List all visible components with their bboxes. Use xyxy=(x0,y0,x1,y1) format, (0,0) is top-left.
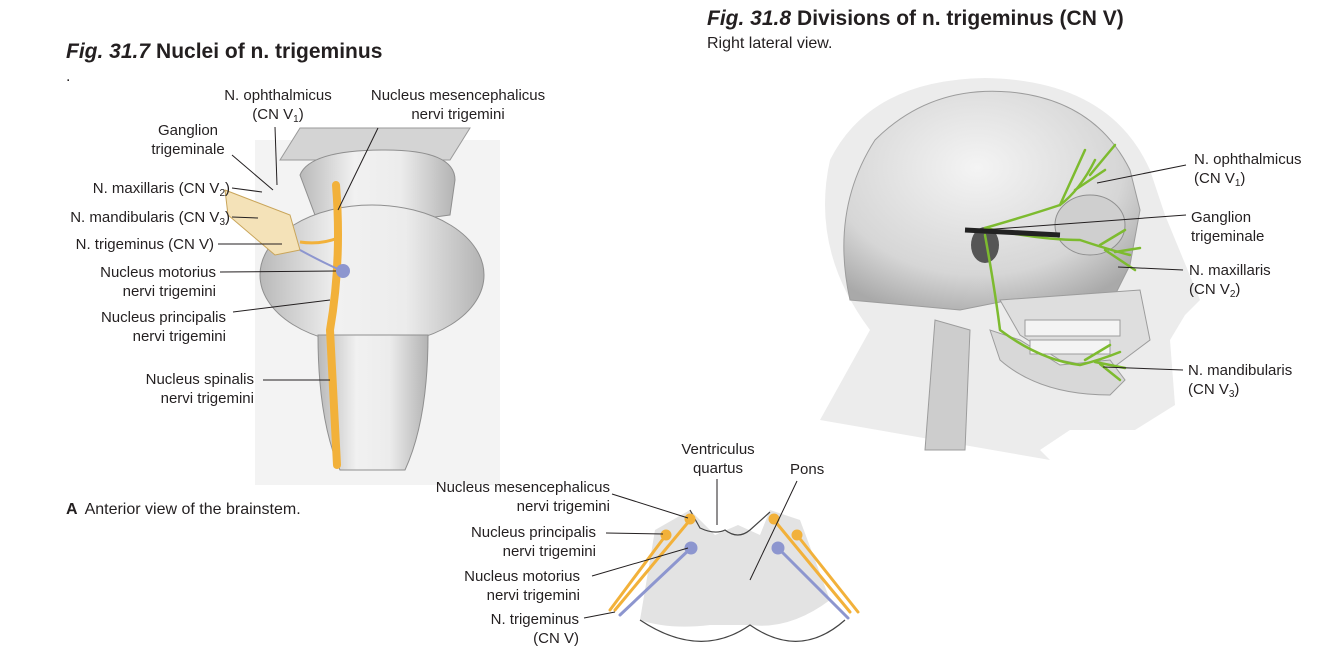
label-principalis-left-line1: Nucleus principalis xyxy=(40,308,226,327)
label-trigeminus-bottom-line2: (CN V) xyxy=(440,629,579,648)
label-ophthalmicus-left: N. ophthalmicus (CN V1) xyxy=(217,86,339,124)
label-ophthalmicus-right-line2: (CN V xyxy=(1194,170,1235,187)
label-motorius-left-line1: Nucleus motorius xyxy=(40,263,216,282)
upper-teeth xyxy=(1025,320,1120,336)
label-maxillaris-left-close: ) xyxy=(225,180,230,197)
label-mesencephalicus-bottom-line1: Nucleus mesencephalicus xyxy=(400,478,610,497)
label-maxillaris-right-line2: (CN V xyxy=(1189,281,1230,298)
brainstem-illustration xyxy=(225,128,500,485)
label-principalis-left-line2: nervi trigemini xyxy=(40,327,226,346)
right-motor-nucleus xyxy=(772,542,785,555)
label-motorius-bottom-line2: nervi trigemini xyxy=(420,586,580,605)
fig-31-8-number: Fig. 31.8 xyxy=(707,7,791,30)
label-mandibularis-right-close: ) xyxy=(1234,381,1239,398)
label-maxillaris-left: N. maxillaris (CN V2) xyxy=(20,179,230,198)
label-maxillaris-left-text: N. maxillaris (CN V xyxy=(93,180,220,197)
label-mandibularis-right-line1: N. mandibularis xyxy=(1188,361,1292,380)
fig-31-8-title-text: Divisions of n. trigeminus (CN V) xyxy=(797,7,1124,30)
label-trigeminus-bottom: N. trigeminus (CN V) xyxy=(440,610,579,648)
fig-31-7-title-text: Nuclei of n. trigeminus xyxy=(156,40,382,63)
label-motorius-left: Nucleus motorius nervi trigemini xyxy=(40,263,216,301)
label-ophthalmicus-left-line2: (CN V xyxy=(252,106,293,123)
label-maxillaris-right-line1: N. maxillaris xyxy=(1189,261,1271,280)
label-ganglion-right: Ganglion trigeminale xyxy=(1191,208,1264,246)
label-ophthalmicus-right-close: ) xyxy=(1240,170,1245,187)
fig-31-7-dot: . xyxy=(66,68,70,86)
label-mesencephalicus-left-line2: nervi trigemini xyxy=(365,105,551,124)
label-motorius-bottom: Nucleus motorius nervi trigemini xyxy=(420,567,580,605)
label-maxillaris-right-close: ) xyxy=(1235,281,1240,298)
caption-letter: A xyxy=(66,501,78,518)
fig-31-7-title: Fig. 31.7 Nuclei of n. trigeminus xyxy=(66,40,382,64)
label-mandibularis-right: N. mandibularis (CN V3) xyxy=(1188,361,1292,399)
label-principalis-bottom-line2: nervi trigemini xyxy=(420,542,596,561)
label-ganglion-right-line2: trigeminale xyxy=(1191,227,1264,246)
label-ganglion-right-line1: Ganglion xyxy=(1191,208,1264,227)
label-mesencephalicus-bottom: Nucleus mesencephalicus nervi trigemini xyxy=(400,478,610,516)
label-trigeminus-bottom-line1: N. trigeminus xyxy=(440,610,579,629)
label-mandibularis-left: N. mandibularis (CN V3) xyxy=(8,208,230,227)
motor-nucleus-dot xyxy=(336,264,350,278)
label-motorius-bottom-line1: Nucleus motorius xyxy=(420,567,580,586)
label-spinalis-left: Nucleus spinalis nervi trigemini xyxy=(60,370,254,408)
label-mandibularis-right-line2: (CN V xyxy=(1188,381,1229,398)
orbit xyxy=(1055,195,1125,255)
label-principalis-left: Nucleus principalis nervi trigemini xyxy=(40,308,226,346)
left-mesencephalic-nucleus xyxy=(685,514,696,525)
label-pons: Pons xyxy=(790,460,824,479)
caption-text: Anterior view of the brainstem. xyxy=(85,501,301,518)
pons-cross-section xyxy=(610,510,858,641)
label-trigeminus-left: N. trigeminus (CN V) xyxy=(20,235,214,254)
label-spinalis-left-line1: Nucleus spinalis xyxy=(60,370,254,389)
skull-illustration xyxy=(820,78,1200,460)
right-principal-nucleus xyxy=(792,530,803,541)
fig-31-8-subtitle: Right lateral view. xyxy=(707,35,832,53)
left-principal-nucleus xyxy=(661,530,672,541)
label-spinalis-left-line2: nervi trigemini xyxy=(60,389,254,408)
fig-31-7-caption: A Anterior view of the brainstem. xyxy=(66,501,301,519)
label-principalis-bottom-line1: Nucleus principalis xyxy=(420,523,596,542)
label-mesencephalicus-bottom-line2: nervi trigemini xyxy=(400,497,610,516)
label-ophthalmicus-left-line1: N. ophthalmicus xyxy=(217,86,339,105)
fig-31-8-title: Fig. 31.8 Divisions of n. trigeminus (CN … xyxy=(707,7,1124,31)
label-motorius-left-line2: nervi trigemini xyxy=(40,282,216,301)
label-mesencephalicus-left: Nucleus mesencephalicus nervi trigemini xyxy=(365,86,551,124)
label-ganglion-left-line2: trigeminale xyxy=(136,140,240,159)
label-mandibularis-left-text: N. mandibularis (CN V xyxy=(70,209,219,226)
label-maxillaris-right: N. maxillaris (CN V2) xyxy=(1189,261,1271,299)
fig-31-7-number: Fig. 31.7 xyxy=(66,40,150,63)
label-ophthalmicus-right: N. ophthalmicus (CN V1) xyxy=(1194,150,1302,188)
label-ventriculus-line2: quartus xyxy=(670,459,766,478)
label-ophthalmicus-left-close: ) xyxy=(299,106,304,123)
label-mandibularis-left-close: ) xyxy=(225,209,230,226)
label-ventriculus: Ventriculus quartus xyxy=(670,440,766,478)
label-ganglion-left: Ganglion trigeminale xyxy=(136,121,240,159)
label-ventriculus-line1: Ventriculus xyxy=(670,440,766,459)
label-mesencephalicus-left-line1: Nucleus mesencephalicus xyxy=(365,86,551,105)
label-ophthalmicus-right-line1: N. ophthalmicus xyxy=(1194,150,1302,169)
right-mesencephalic-nucleus xyxy=(769,514,780,525)
label-ganglion-left-line1: Ganglion xyxy=(136,121,240,140)
label-principalis-bottom: Nucleus principalis nervi trigemini xyxy=(420,523,596,561)
